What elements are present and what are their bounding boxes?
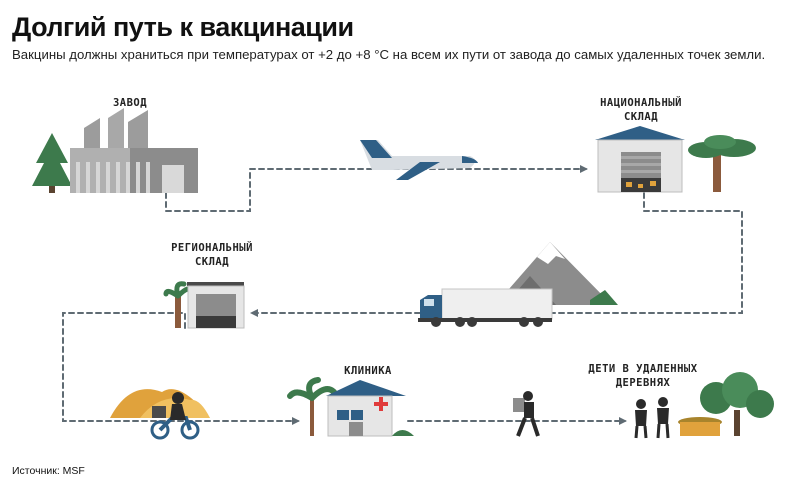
factory-icon <box>32 108 198 193</box>
village-children-icon <box>634 397 670 439</box>
route-regional-to-clinic <box>62 312 300 425</box>
stage-label-national-warehouse: НАЦИОНАЛЬНЫЙ СКЛАД <box>600 97 682 123</box>
stage-label-clinic: КЛИНИКА <box>344 365 392 377</box>
motorbike-icon <box>150 392 200 440</box>
source-note: Источник: MSF <box>12 465 85 477</box>
stage-label-factory: ЗАВОД <box>112 97 148 109</box>
village-huts-icon <box>678 417 722 436</box>
regional-warehouse-icon <box>163 281 245 329</box>
acacia-tree-icon <box>688 135 756 192</box>
page-subtitle: Вакцины должны храниться при температура… <box>12 47 766 62</box>
airplane-icon <box>360 140 478 180</box>
walking-courier-icon <box>513 391 540 437</box>
stage-label-regional-warehouse: РЕГИОНАЛЬНЫЙ СКЛАД <box>171 242 253 268</box>
village-tree-icon <box>700 372 774 436</box>
page-title: Долгий путь к вакцинации <box>12 12 354 42</box>
truck-icon <box>418 288 553 327</box>
stage-label-remote-villages: ДЕТИ В УДАЛЕННЫХ ДЕРЕВНЯХ <box>588 363 698 389</box>
route-factory-to-national <box>165 165 588 212</box>
clinic-icon <box>287 377 414 437</box>
route-national-to-regional <box>250 192 743 317</box>
national-warehouse-icon <box>595 126 685 193</box>
